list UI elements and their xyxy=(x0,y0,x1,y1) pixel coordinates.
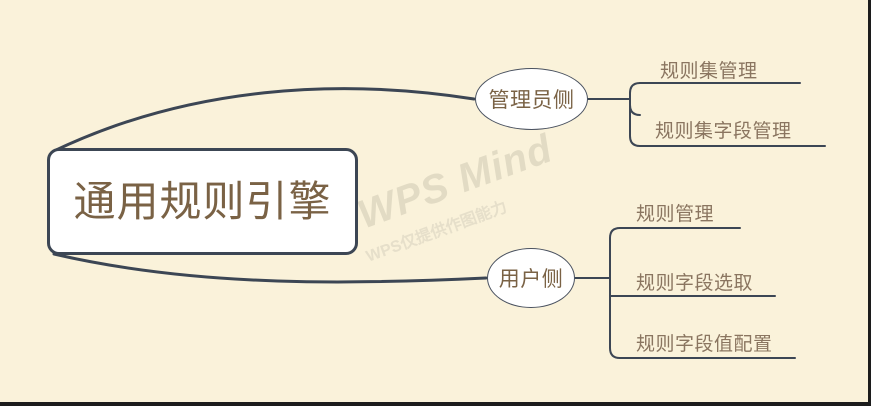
leaf-node-rule-field-value-config[interactable]: 规则字段值配置 xyxy=(636,334,773,355)
edge-root-to-user xyxy=(52,252,488,284)
leaf-node-ruleset-management[interactable]: 规则集管理 xyxy=(660,61,758,82)
branch-node-user[interactable]: 用户侧 xyxy=(487,248,575,308)
leaf-node-rule-management[interactable]: 规则管理 xyxy=(636,204,715,225)
branch-node-admin-label: 管理员侧 xyxy=(488,89,575,112)
branch-node-admin[interactable]: 管理员侧 xyxy=(475,68,588,130)
leaf-node-rule-field-selection[interactable]: 规则字段选取 xyxy=(636,273,754,294)
root-node[interactable]: 通用规则引擎 xyxy=(47,148,358,255)
watermark-main-text: WPS Mind xyxy=(352,126,559,238)
leaf-node-ruleset-field-management[interactable]: 规则集字段管理 xyxy=(655,121,792,142)
branch-node-user-label: 用户侧 xyxy=(498,268,564,291)
edge-admin-bracket xyxy=(629,82,641,116)
watermark-sub-text: WPS仅提供作图能力 xyxy=(364,198,510,266)
root-node-label: 通用规则引擎 xyxy=(73,177,332,225)
edge-admin-bracket-spine xyxy=(629,92,641,147)
edge-root-to-admin xyxy=(52,87,476,153)
edge-user-bracket xyxy=(609,227,621,359)
